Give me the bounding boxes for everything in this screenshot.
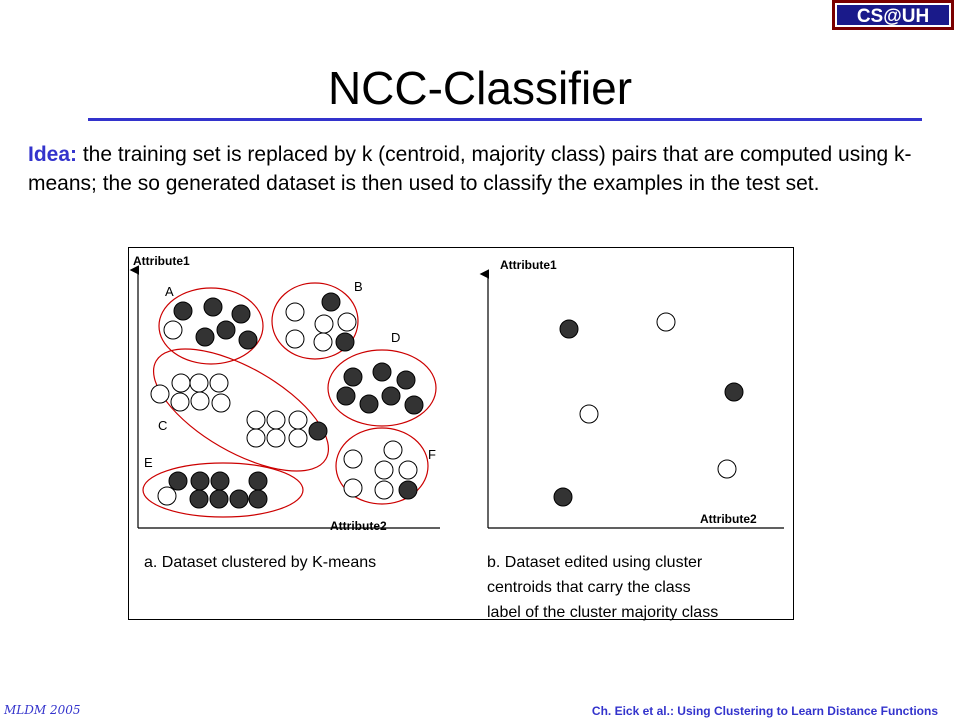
panel-a-points bbox=[150, 292, 424, 509]
cluster-e-point-black-6 bbox=[189, 489, 209, 509]
cluster-c-point-white-5 bbox=[170, 392, 190, 412]
cluster-a-point-black-5 bbox=[195, 327, 215, 347]
cluster-d-point-black-1 bbox=[372, 362, 392, 382]
cluster-e-point-black-3 bbox=[210, 471, 230, 491]
footer-credit: Ch. Eick et al.: Using Clustering to Lea… bbox=[592, 704, 938, 718]
cluster-b-point-black-1 bbox=[321, 292, 341, 312]
cluster-f-point-black-7 bbox=[398, 480, 418, 500]
panel-b-centroids bbox=[553, 312, 744, 507]
panel-b: Attribute1 Attribute2 bbox=[479, 258, 784, 529]
cluster-b-point-white-6 bbox=[313, 332, 333, 352]
cluster-a-label: A bbox=[165, 284, 174, 299]
panel-a-x-label: Attribute2 bbox=[330, 519, 387, 533]
cluster-a-point-black-2 bbox=[203, 297, 223, 317]
cluster-e-point-black-4 bbox=[248, 471, 268, 491]
cluster-c-point-white-10 bbox=[288, 410, 308, 430]
panel-b-y-label: Attribute1 bbox=[500, 258, 557, 272]
figure-frame bbox=[128, 247, 794, 620]
cluster-a-point-black-1 bbox=[173, 301, 193, 321]
cluster-c-outline bbox=[152, 348, 330, 472]
cluster-e-label: E bbox=[144, 455, 153, 470]
cluster-c-point-white-13 bbox=[288, 428, 308, 448]
cluster-a-point-black-7 bbox=[238, 330, 258, 350]
cluster-f-point-white-2 bbox=[343, 449, 363, 469]
cluster-c-point-white-1 bbox=[171, 373, 191, 393]
cluster-d-outline bbox=[327, 349, 437, 427]
caption-b: b. Dataset edited using cluster centroids… bbox=[487, 550, 718, 625]
cluster-f-outline bbox=[335, 427, 429, 505]
cluster-e-point-black-8 bbox=[229, 489, 249, 509]
slide-title: NCC-Classifier bbox=[327, 62, 633, 114]
centroid-black-3 bbox=[724, 382, 744, 402]
cs-at-uh-logo: CS@UH bbox=[832, 0, 954, 30]
cluster-f-point-white-1 bbox=[383, 440, 403, 460]
cluster-b-point-white-4 bbox=[337, 312, 357, 332]
cluster-c-point-white-12 bbox=[266, 428, 286, 448]
cluster-d-point-black-2 bbox=[343, 367, 363, 387]
cluster-c-point-white-8 bbox=[246, 410, 266, 430]
cluster-e-point-black-1 bbox=[168, 471, 188, 491]
cluster-f-point-white-3 bbox=[374, 460, 394, 480]
cluster-d-label: D bbox=[391, 330, 400, 345]
cluster-a-point-white-4 bbox=[163, 320, 183, 340]
cluster-c-point-white-11 bbox=[246, 428, 266, 448]
footer-separator: : bbox=[669, 704, 678, 718]
idea-paragraph: Idea: the training set is replaced by k … bbox=[28, 140, 948, 198]
caption-b-line-3: label of the cluster majority class bbox=[487, 604, 719, 621]
cluster-b-point-black-7 bbox=[335, 332, 355, 352]
centroid-white-4 bbox=[579, 404, 599, 424]
cluster-a-point-black-6 bbox=[216, 320, 236, 340]
cluster-b-point-white-2 bbox=[285, 302, 305, 322]
cluster-d-point-black-3 bbox=[396, 370, 416, 390]
centroid-white-5 bbox=[717, 459, 737, 479]
cluster-d-point-black-6 bbox=[381, 386, 401, 406]
cluster-b-label: B bbox=[354, 279, 363, 294]
centroid-black-6 bbox=[553, 487, 573, 507]
cluster-f-point-white-4 bbox=[398, 460, 418, 480]
cluster-b-point-white-3 bbox=[314, 314, 334, 334]
cluster-f-point-white-6 bbox=[374, 480, 394, 500]
cluster-c-point-white-2 bbox=[189, 373, 209, 393]
cluster-f-point-white-5 bbox=[343, 478, 363, 498]
cluster-b-outline bbox=[271, 282, 359, 360]
cluster-c-point-white-6 bbox=[190, 391, 210, 411]
centroid-black-1 bbox=[559, 319, 579, 339]
caption-b-line-1: b. Dataset edited using cluster bbox=[487, 554, 703, 571]
cluster-c-point-white-3 bbox=[209, 373, 229, 393]
cluster-d-point-black-5 bbox=[359, 394, 379, 414]
idea-text: the training set is replaced by k (centr… bbox=[28, 143, 912, 195]
cluster-a-outline bbox=[158, 287, 264, 365]
idea-lead: Idea: bbox=[28, 143, 78, 166]
cluster-e-point-black-2 bbox=[190, 471, 210, 491]
cluster-e-point-white-5 bbox=[157, 486, 177, 506]
cluster-c-point-white-4 bbox=[150, 384, 170, 404]
cluster-d-point-black-7 bbox=[404, 395, 424, 415]
footer-conference: MLDM 2005 bbox=[4, 703, 81, 717]
cluster-b-point-white-5 bbox=[285, 329, 305, 349]
logo-text: CS@UH bbox=[857, 6, 929, 27]
cluster-c-label: C bbox=[158, 418, 167, 433]
caption-b-line-2: centroids that carry the class bbox=[487, 579, 691, 596]
cluster-a-point-black-3 bbox=[231, 304, 251, 324]
panel-a: Attribute1 Attribute2 A B C D E F bbox=[129, 254, 440, 533]
cluster-f-label: F bbox=[428, 447, 436, 462]
cluster-c-point-black-14 bbox=[308, 421, 328, 441]
cluster-c-point-white-7 bbox=[211, 393, 231, 413]
footer-author: Ch. Eick et al. bbox=[591, 704, 670, 718]
footer-talk-title: Using Clustering to Learn Distance Funct… bbox=[677, 704, 938, 718]
title-underline bbox=[88, 118, 922, 121]
cluster-d-point-black-4 bbox=[336, 386, 356, 406]
centroid-white-2 bbox=[656, 312, 676, 332]
cluster-e-point-black-9 bbox=[248, 489, 268, 509]
cluster-e-outline bbox=[142, 462, 304, 518]
caption-a: a. Dataset clustered by K-means bbox=[144, 554, 377, 571]
cluster-c-point-white-9 bbox=[266, 410, 286, 430]
panel-b-x-label: Attribute2 bbox=[700, 512, 757, 526]
panel-a-y-label: Attribute1 bbox=[133, 254, 190, 268]
cluster-e-point-black-7 bbox=[209, 489, 229, 509]
